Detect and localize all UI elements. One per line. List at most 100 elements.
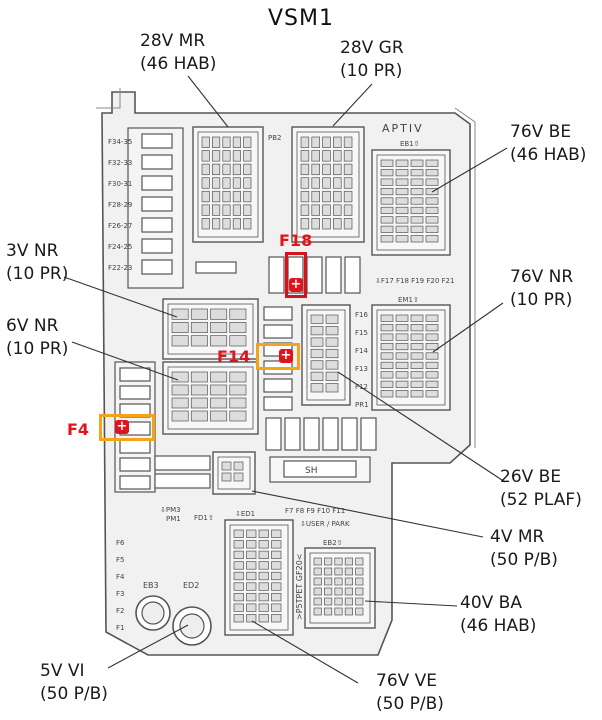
connector-28v-mr-pin [243,177,252,189]
fuse-slot [141,217,173,233]
connector-28v-mr-pin [222,163,231,176]
connector-76v-nr-pin [410,314,424,322]
fuse-slot [265,417,282,451]
round-connector-eb3-inner [141,601,165,625]
pb2-label: PB2 [268,134,281,142]
ed1-label: ⇩ED1 [235,510,255,518]
connector-28v-mr-pin [212,218,221,230]
connector-76v-be-pin [380,187,394,196]
connector-76v-ve-pin [246,571,257,581]
connector-4v-mr-pin [221,461,232,471]
connector-40v-ba-pin [355,567,364,576]
connector-4v-mr-pin [233,472,244,482]
connector-26v-be-inner [306,309,346,401]
relay-6v-nr-pin [210,384,228,396]
fuse-slot [360,417,377,451]
connector-76v-be-pin [425,225,439,233]
callout-40v-ba-code: 40V BA [460,593,522,613]
connector-28v-gr-pin [343,150,353,162]
connector-76v-nr-pin [410,380,424,388]
relay-3v-nr-pin [229,335,247,347]
connector-76v-be-pin [425,206,439,215]
fuse-slot [341,417,358,451]
connector-40v-ba-pin [313,607,322,616]
user-park-label: ⇩USER / PARK [300,520,350,528]
connector-40v-ba-pin [324,587,333,596]
connector-28v-gr-pin [311,150,320,162]
connector-76v-ve-pin [233,540,244,549]
connector-40v-ba-inner [309,552,371,624]
connector-28v-mr-pin [222,150,231,162]
connector-76v-ve-pin [246,582,257,591]
leader-76v-be [431,147,508,193]
relay-6v-nr-pin [210,371,228,383]
eb2-label: EB2⇧ [323,539,343,547]
connector-28v-mr-pin [201,218,210,230]
connector-26v-be-pin [325,371,339,381]
fuse-slot [119,457,151,472]
connector-76v-ve-pin [258,592,269,602]
fuse-label: ⇩F17 F18 F19 F20 F21 [375,277,454,285]
fuse-slot [268,256,285,294]
connector-76v-be-pin [410,178,424,186]
connector-28v-gr-inner [296,131,360,238]
connector-28v-gr-pin [333,150,342,162]
connector-76v-be-pin [425,178,439,186]
connector-40v-ba-pin [324,567,333,576]
fuse-label: F24-25 [108,243,132,251]
callout-5v-vi-desc: (50 P/B) [40,684,108,704]
connector-28v-mr-pin [232,218,241,230]
connector-76v-be-pin [425,216,439,224]
connector-28v-mr-pin [222,177,231,189]
connector-76v-be-pin [395,235,409,243]
connector-28v-mr-pin [212,190,221,203]
fuse-label: F5 [116,556,124,564]
connector-76v-ve-pin [271,561,282,570]
connector-28v-gr-pin [300,218,310,230]
fuse-label: F7 F8 F9 F10 F11 [285,507,345,515]
fuse-f18-tag: F18 [279,231,313,250]
leader-3v-nr [63,276,178,318]
strip [154,473,211,489]
connector-28v-gr-pin [333,136,342,148]
connector-26v-be-pin [325,383,339,393]
connector-76v-ve-pin [258,614,269,623]
connector-28v-gr-pin [343,177,353,189]
relay-6v-nr-pin [171,410,189,422]
connector-76v-be-pin [380,178,394,186]
fuse-slot [141,133,173,149]
connector-4v-mr-pin [233,461,244,471]
connector-40v-ba-pin [334,587,343,596]
ed2-label: ED2 [183,581,199,590]
connector-28v-gr-pin [300,204,310,216]
fuse-label: F34-35 [108,138,132,146]
fuse-slot [141,196,173,212]
connector-76v-ve-pin [233,603,244,612]
fuse-label: F15 [355,329,368,337]
fuse-slot [263,378,293,393]
fuse-label: F4 [116,573,125,581]
callout-76v-nr: 76V NR (10 PR) [510,266,573,312]
fd1-label: FD1⇧ [194,514,214,522]
fuse-f18-highlight [285,252,307,298]
connector-28v-mr-pin [201,204,210,216]
leader-4v-mr [251,490,484,538]
connector-40v-ba-pin [324,557,333,566]
leader-5v-vi [107,624,189,669]
connector-76v-be-pin [410,206,424,215]
fuse-slot [263,324,293,339]
fuse-f14-highlight [256,343,300,370]
connector-40v-ba-pin [313,567,322,576]
relay-6v-nr-pin [190,410,208,422]
relay-6v-nr-pin [229,371,247,383]
connector-76v-nr-pin [410,371,424,379]
connector-76v-nr-pin [395,333,409,341]
connector-76v-be-pin [410,225,424,233]
fuse-label: F30-31 [108,180,132,188]
connector-28v-gr-pin [343,190,353,203]
callout-28v-mr-code: 28V MR [140,31,206,51]
fuse-label: F6 [116,539,125,547]
connector-28v-gr-pin [300,177,310,189]
connector-76v-be-pin [410,216,424,224]
